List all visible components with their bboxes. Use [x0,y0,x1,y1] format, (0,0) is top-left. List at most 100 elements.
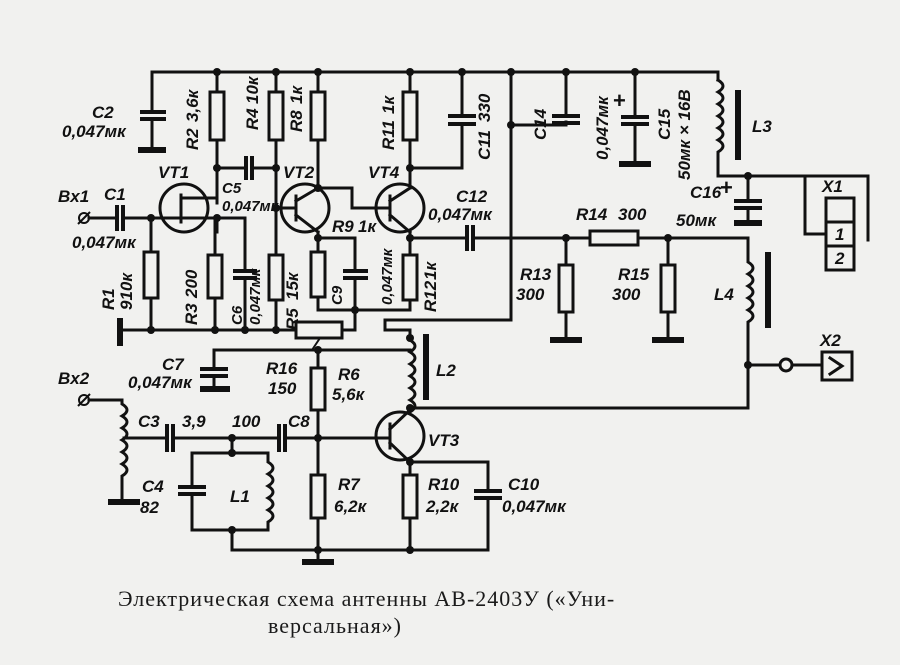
transistor-vt2 [272,182,331,235]
c7-value: 0,047мк [128,373,193,392]
c16-value: 50мк [676,211,717,230]
capacitor-c14 [509,70,580,127]
c9-value: 0,047мк [379,247,396,305]
capacitor-c12 [465,225,475,251]
vt4-label: VT4 [368,163,400,182]
r16-value: 150 [268,379,297,398]
r6-value: 5,6к [332,385,366,404]
c15-polarity: + [613,88,626,113]
r4-name: R4 [243,108,262,130]
c3-value: 3,9 [182,412,206,431]
c4-value: 82 [140,498,159,517]
resistor-r12 [353,253,419,312]
r3-name: R3 [182,303,201,325]
caption-line-2: версальная») [268,613,403,638]
capacitor-c9 [343,269,368,314]
resistor-r6 [309,348,327,440]
vt1-label: VT1 [158,163,189,182]
c10-name: C10 [508,475,540,494]
tank-c4-l1 [178,436,275,552]
c15-name: C15 [655,108,674,140]
r8-name: R8 [287,110,306,132]
connector-x1[interactable] [803,174,856,272]
resistor-r14 [588,229,640,247]
resistor-r7 [309,436,327,562]
r2-name: R2 [183,128,202,150]
resistor-r9 [309,250,357,312]
resistor-r10 [401,460,490,552]
capacitor-c3 [122,424,320,452]
c2-value: 0,047мк [62,122,127,141]
r7-name: R7 [338,475,361,494]
r14-value: 300 [618,205,647,224]
r11-value: 1к [379,95,398,114]
capacitor-c7 [200,348,230,392]
c7-name: C7 [162,355,185,374]
l2-label: L2 [436,361,456,380]
vt2-label: VT2 [283,163,315,182]
r9-name: R9 [332,217,354,236]
c8-name: C8 [288,412,310,431]
c15-value: 50мк × 16В [675,89,694,180]
c5-name: C5 [222,180,242,197]
c3-name: C3 [138,412,160,431]
c1-value: 0,047мк [72,233,137,252]
r10-value: 2,2к [425,497,460,516]
r16-name: R16 [266,359,298,378]
capacitor-c1 [87,205,170,231]
antenna-schematic: C2 0,047мк R2 3,6к R4 10к R8 1к C5 0, [58,68,870,565]
r12-name: R12 [421,280,440,312]
r1-value: 910к [117,272,136,310]
transistor-vt1 [158,182,221,234]
transistor-vt4 [316,182,426,235]
potentiometer-r16 [274,308,357,354]
c6-name: C6 [229,305,246,325]
vt3-label: VT3 [428,431,460,450]
capacitor-c6 [215,216,257,332]
inductor-l4 [408,236,771,410]
resistor-r3 [206,216,224,332]
r1-name: R1 [99,288,118,310]
r13-value: 300 [516,285,545,304]
inductor-l3 [715,77,870,242]
r11-name: R11 [379,120,398,150]
capacitor-c15 [619,70,651,167]
capacitor-c11 [408,70,476,170]
r4-value: 10к [243,75,262,104]
c6-value: 0,047мк [247,267,264,325]
c1-name: C1 [104,185,126,204]
r8-value: 1к [287,85,306,104]
c8-value: 100 [232,412,261,431]
capacitor-c10 [474,489,502,500]
transistor-vt3 [314,407,426,465]
inductor-l2 [406,334,429,415]
r13-name: R13 [520,265,552,284]
r2-value: 3,6к [183,88,202,122]
x1-pin-2: 2 [834,249,845,268]
junction-vt2-emitter [314,234,322,242]
capacitor-c5 [213,156,280,180]
c10-value: 0,047мк [502,497,567,516]
resistor-r1 [142,216,160,332]
resistor-r5 [267,253,285,302]
c11-value: 330 [475,93,494,122]
r15-value: 300 [612,285,641,304]
c12-name: C12 [456,187,488,206]
r12-value: 1к [421,261,440,280]
c14-name: C14 [531,108,550,140]
r15-name: R15 [618,265,650,284]
c16-polarity: + [720,175,733,200]
resistor-r13 [550,234,582,343]
wire-vt4-emitter [408,230,750,257]
r10-name: R10 [428,475,460,494]
x1-label: X1 [821,177,843,196]
figure-caption: Электрическая схема антенны АВ-2403У («У… [118,585,838,639]
c4-name: C4 [142,477,164,496]
connector-x2[interactable] [746,350,854,382]
l3-label: L3 [752,117,772,136]
c12-value: 0,047мк [428,205,493,224]
wire-supply-l2 [383,70,513,342]
r3-value: 200 [182,269,201,299]
c5-value: 0,047мк [222,198,280,215]
r6-name: R6 [338,365,360,384]
